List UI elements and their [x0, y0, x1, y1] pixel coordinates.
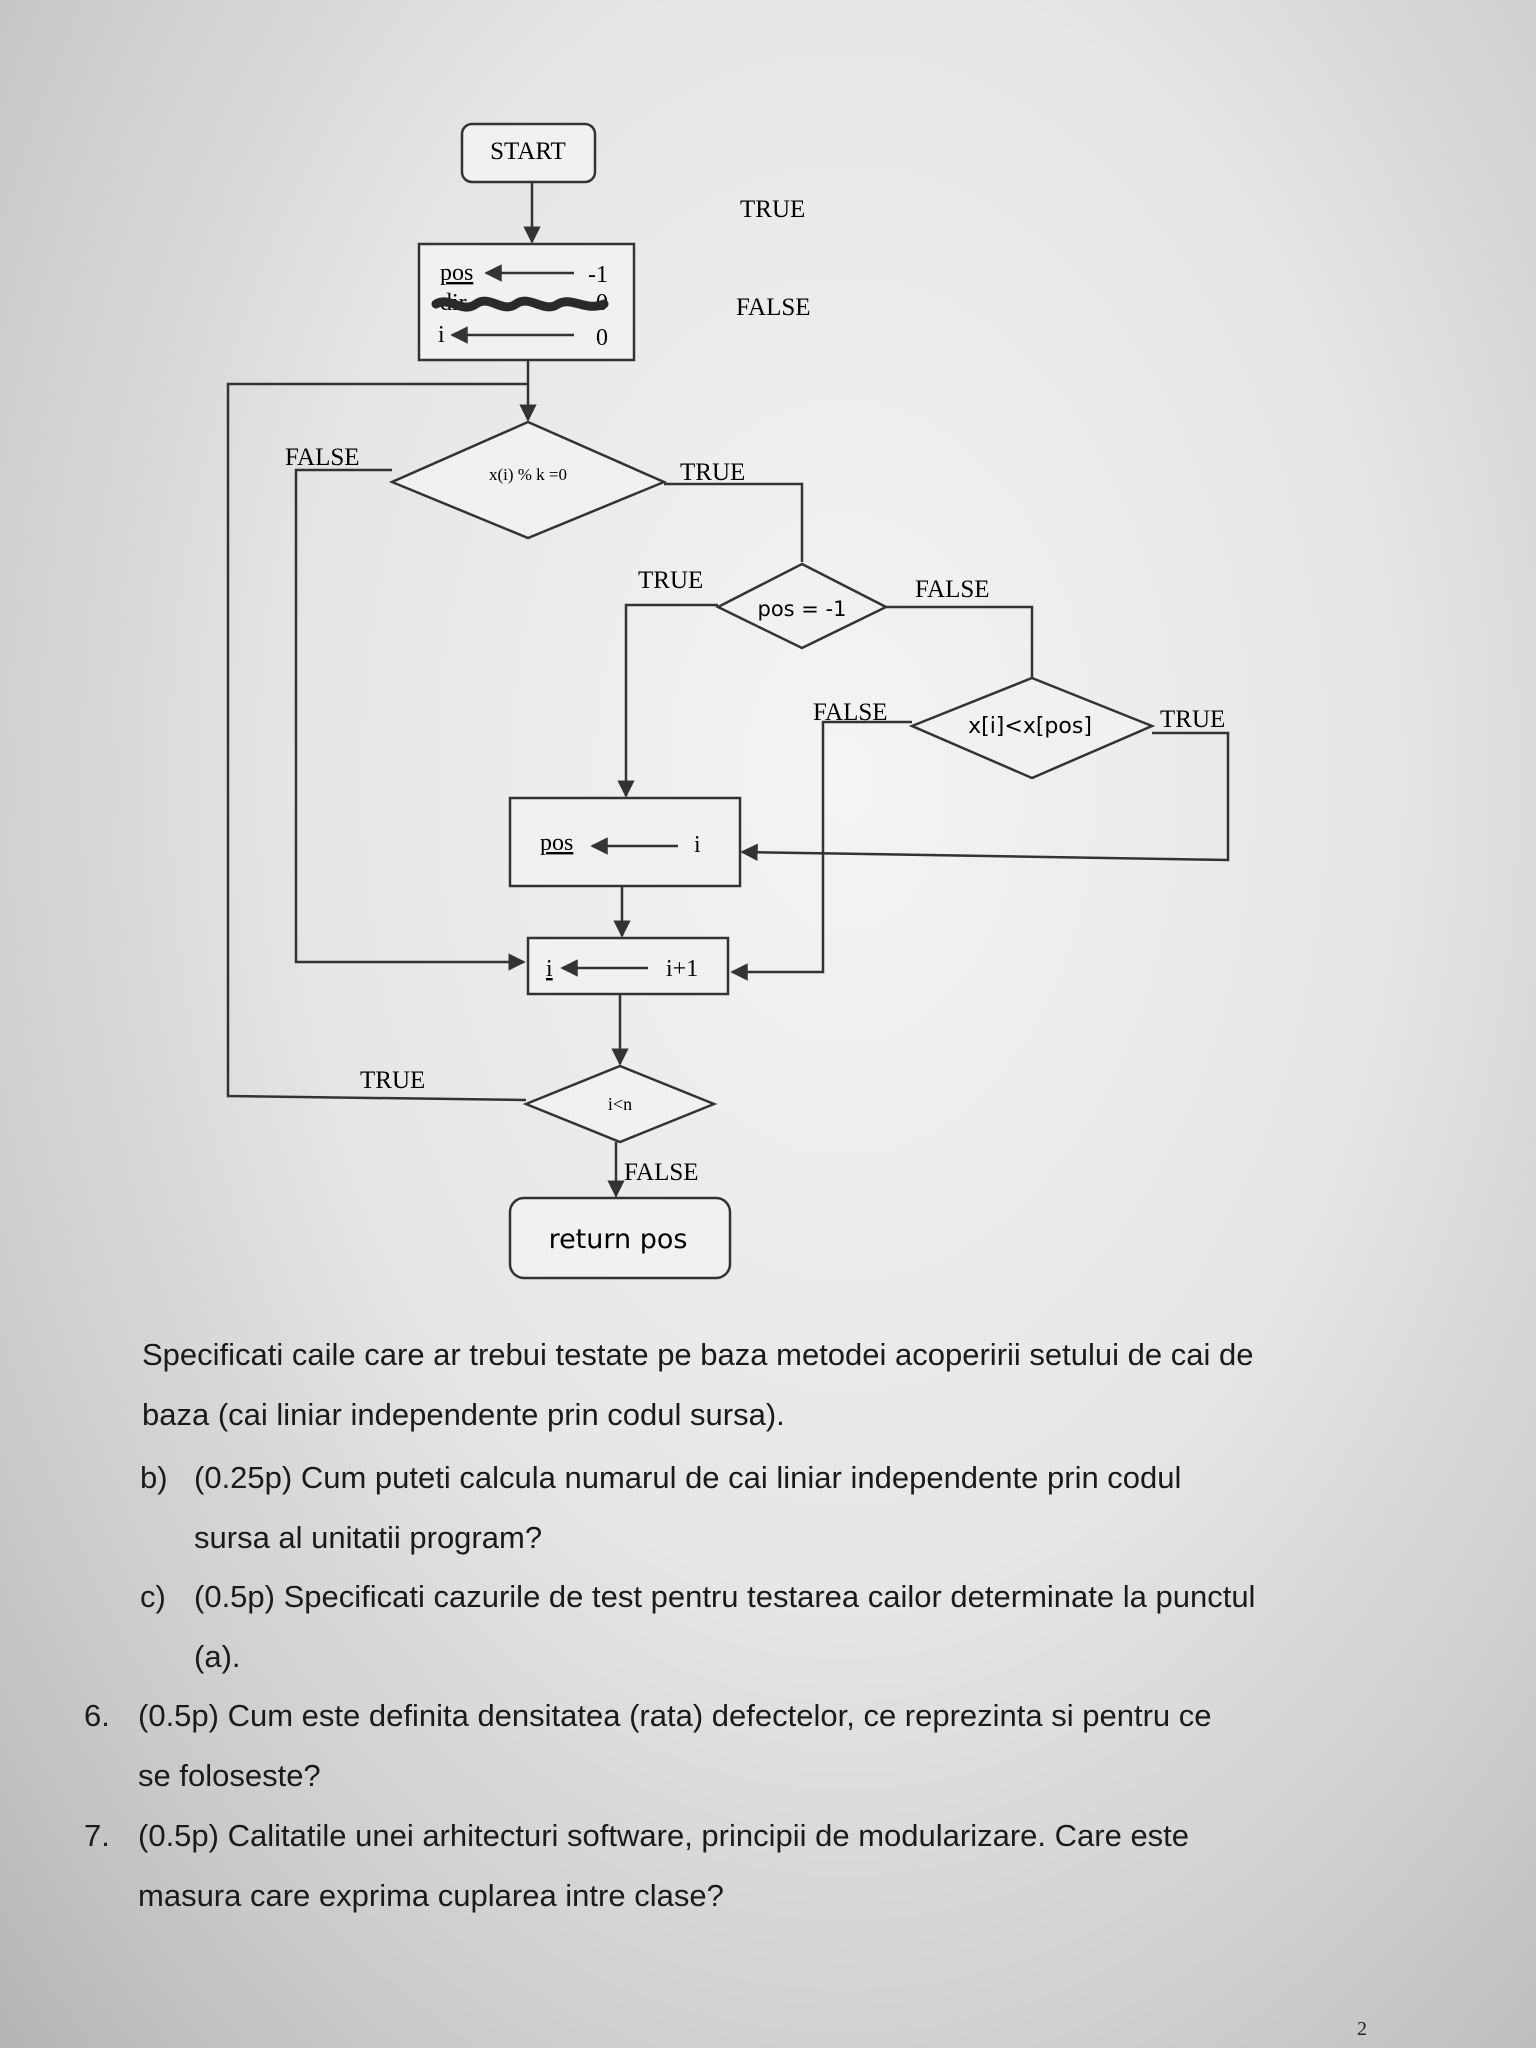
decision-modulo [388, 420, 668, 540]
init-i-value: 0 [596, 325, 608, 351]
end-terminal [508, 1196, 732, 1280]
item-c-line-1: (0.5p) Specificati cazurile de test pent… [194, 1579, 1256, 1614]
d3-true-label: TRUE [1160, 706, 1225, 733]
increment-rhs: i+1 [666, 956, 698, 982]
d1-true-label: TRUE [680, 459, 745, 486]
start-terminal [460, 122, 597, 184]
item-b-line-2: sursa al unitatii program? [194, 1520, 543, 1555]
question-7-line-2: masura care exprima cuplarea intre clase… [138, 1878, 724, 1913]
d4-false-label: FALSE [624, 1159, 699, 1186]
legend-true-label: TRUE [740, 196, 805, 223]
decision-modulo-label: x(i) % k =0 [489, 465, 567, 484]
question-7-number: 7. [84, 1818, 110, 1853]
decision-pos-unset-label: pos = -1 [757, 597, 846, 621]
strikethrough-scribble [431, 296, 609, 312]
decision-less-than-label: x[i]<x[pos] [968, 714, 1092, 739]
end-label: return pos [549, 1224, 688, 1255]
item-c-marker: c) [140, 1579, 166, 1614]
item-b-marker: b) [140, 1460, 168, 1495]
assign-pos-lhs: pos [540, 830, 573, 856]
question-7-line-1: (0.5p) Calitatile unei arhitecturi softw… [138, 1818, 1190, 1853]
decision-less-than [908, 676, 1156, 780]
increment-lhs: i [546, 956, 553, 982]
question-6-line-2: se foloseste? [138, 1758, 321, 1793]
question-6-number: 6. [84, 1698, 110, 1733]
init-i-var: i [438, 322, 445, 348]
decision-loop [522, 1064, 718, 1144]
page-number: 2 [1357, 2018, 1367, 2040]
flowchart: START TRUE FALSE pos -1 dir 0 i 0 x(i) %… [226, 122, 1230, 1280]
assign-pos-box [508, 796, 742, 888]
question-6-line-1: (0.5p) Cum este definita densitatea (rat… [138, 1698, 1212, 1733]
d2-true-label: TRUE [638, 567, 703, 594]
item-c-line-2: (a). [194, 1639, 241, 1674]
init-pos-value: -1 [588, 262, 608, 288]
d4-true-label: TRUE [360, 1067, 425, 1094]
d1-false-label: FALSE [285, 444, 360, 471]
init-pos-var: pos [440, 260, 473, 286]
d2-false-label: FALSE [915, 576, 990, 603]
start-label: START [490, 138, 566, 165]
intro-line-1: Specificati caile care ar trebui testate… [142, 1337, 1254, 1372]
decision-pos-unset [715, 562, 889, 650]
assign-pos-rhs: i [694, 832, 701, 858]
item-b-line-1: (0.25p) Cum puteti calcula numarul de ca… [194, 1460, 1182, 1495]
decision-loop-label: i<n [608, 1094, 632, 1114]
legend-false-label: FALSE [736, 294, 811, 321]
intro-line-2: baza (cai liniar independente prin codul… [142, 1397, 785, 1432]
